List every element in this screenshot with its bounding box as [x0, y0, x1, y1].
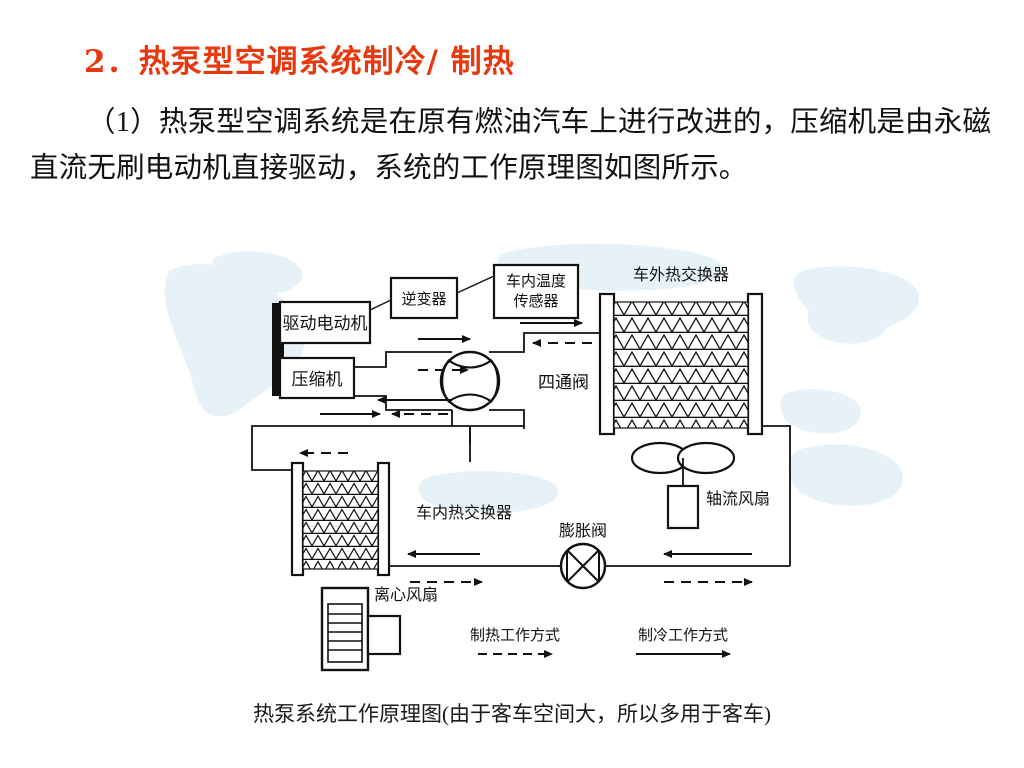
pipe-valve-bottom-stub	[489, 409, 525, 429]
label-axial-fan: 轴流风扇	[706, 490, 770, 508]
centrifugal-fan-motor	[366, 614, 402, 656]
body-paragraph: （1）热泵型空调系统是在原有燃油汽车上进行改进的，压缩机是由永磁直流无刷电动机直…	[30, 107, 992, 184]
outdoor-hx-left-header	[598, 292, 616, 436]
heat-pump-schematic: 驱动电动机 压缩机 逆变器 车内温度 传感器 四通阀 车外热交换器 车内热交换器…	[251, 263, 791, 672]
axial-fan-motor	[666, 484, 700, 530]
label-outdoor-heat-exchanger: 车外热交换器	[633, 266, 729, 284]
indoor-hx-left-header	[290, 461, 305, 577]
outdoor-hx-fin-frame	[613, 301, 749, 429]
signal-line-inverter-sensor	[456, 275, 495, 294]
centrifugal-fan-wheel	[327, 603, 363, 663]
pipe-valve-bottom-left	[451, 410, 524, 427]
pipe-valve-to-outdoor-top	[489, 332, 600, 353]
inverter-box	[389, 276, 459, 320]
label-cabin-temp-sensor-line1: 车内温度	[506, 273, 566, 290]
axial-fan-blade-right	[676, 441, 736, 475]
label-centrifugal-fan: 离心风扇	[374, 586, 438, 604]
outdoor-hx-fins	[614, 302, 748, 428]
legend-label-cooling: 制冷工作方式	[638, 627, 728, 644]
figure-caption: 热泵系统工作原理图(由于客车空间大，所以多用于客车)	[253, 702, 771, 726]
pipe-indoor-hx-to-expansion	[388, 565, 790, 570]
label-four-way-valve: 四通阀	[538, 373, 589, 392]
indoor-hx-fins	[303, 471, 378, 569]
pipe-to-indoor-hx-top	[251, 425, 452, 471]
signal-line-motor-inverter	[369, 299, 392, 311]
body-text: （1）热泵型空调系统是在原有燃油汽车上进行改进的，压缩机是由永磁直流无刷电动机直…	[30, 100, 995, 192]
indoor-hx-fin-frame	[302, 470, 379, 570]
four-way-valve-symbol	[439, 350, 501, 412]
pipe-compressor-suction	[354, 395, 452, 411]
label-indoor-heat-exchanger: 车内热交换器	[416, 504, 512, 522]
label-compressor: 压缩机	[292, 370, 343, 389]
pipe-compressor-discharge	[354, 351, 452, 368]
label-expansion-valve: 膨胀阀	[559, 522, 607, 540]
label-inverter: 逆变器	[401, 291, 446, 308]
cabin-temp-sensor-box	[492, 263, 580, 320]
outdoor-hx-right-header	[746, 292, 764, 436]
label-drive-motor: 驱动电动机	[283, 314, 368, 333]
legend-label-heating: 制热工作方式	[470, 627, 560, 644]
label-cabin-temp-sensor-line2: 传感器	[513, 293, 558, 310]
indoor-hx-right-header	[376, 461, 391, 577]
page-title: 2．热泵型空调系统制冷/ 制热	[84, 44, 515, 80]
